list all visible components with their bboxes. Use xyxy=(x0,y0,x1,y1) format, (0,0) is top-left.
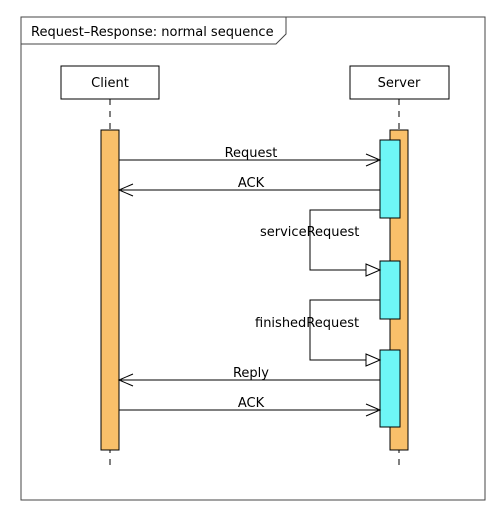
message-ack-1[interactable]: ACK xyxy=(117,176,380,197)
execution-spec-1 xyxy=(379,139,401,219)
message-request-label: Request xyxy=(225,146,278,161)
message-finished-request-label: finishedRequest xyxy=(255,316,359,331)
frame-title: Request–Response: normal sequence xyxy=(31,25,274,40)
execution-spec-3 xyxy=(379,349,401,428)
execution-spec-2 xyxy=(379,260,401,320)
frame-title-tab xyxy=(21,17,287,45)
message-reply[interactable]: Reply xyxy=(117,366,380,387)
activation-client xyxy=(100,129,120,451)
participant-server-label: Server xyxy=(378,76,421,91)
participant-server[interactable]: Server xyxy=(349,65,450,100)
diagram-frame xyxy=(20,16,486,501)
message-finished-request[interactable]: finishedRequest xyxy=(255,299,382,367)
participant-client-label: Client xyxy=(91,76,129,91)
message-service-request-label: serviceRequest xyxy=(260,225,359,240)
message-request[interactable]: Request xyxy=(119,146,382,167)
message-reply-label: Reply xyxy=(233,366,269,381)
participant-client[interactable]: Client xyxy=(60,65,160,100)
message-ack-1-label: ACK xyxy=(238,176,265,191)
message-service-request[interactable]: serviceRequest xyxy=(260,209,382,277)
message-ack-2[interactable]: ACK xyxy=(119,396,382,417)
message-ack-2-label: ACK xyxy=(238,396,265,411)
